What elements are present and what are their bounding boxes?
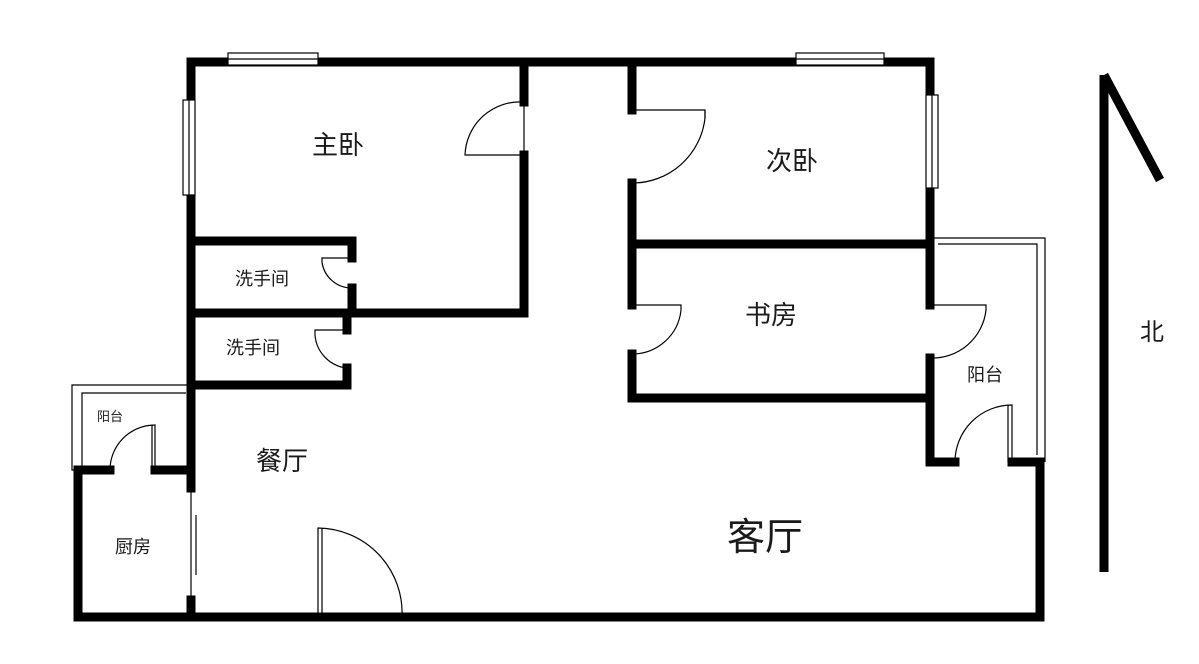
label-living-room: 客厅: [727, 515, 803, 559]
door-balcony-left: [109, 424, 156, 471]
door-master: [464, 101, 525, 156]
label-dining-room: 餐厅: [256, 447, 308, 477]
north-arrow-icon: [1099, 72, 1164, 572]
room-labels: 主卧 次卧 书房 洗手间 洗手间 餐厅 客厅 厨房 阳台 阳台 北: [97, 131, 1164, 559]
doors: [109, 101, 1013, 618]
balcony-outlines: [71, 237, 1046, 471]
interior-walls: [186, 57, 935, 403]
label-kitchen: 厨房: [115, 537, 151, 558]
windows: [182, 52, 939, 600]
exterior-walls: [73, 57, 1045, 622]
label-bathroom-1: 洗手间: [235, 269, 289, 290]
door-study: [631, 304, 682, 355]
label-master-bedroom: 主卧: [312, 131, 364, 161]
door-second: [631, 109, 706, 184]
label-balcony-left: 阳台: [97, 410, 123, 425]
door-entrance: [317, 527, 403, 618]
label-study: 书房: [745, 301, 797, 331]
label-bathroom-2: 洗手间: [226, 338, 280, 359]
door-bath-2: [314, 329, 348, 369]
door-balcony-right-lower: [954, 404, 1013, 463]
door-bath-1: [321, 257, 353, 289]
label-north: 北: [1140, 318, 1164, 346]
label-second-bedroom: 次卧: [766, 147, 818, 177]
door-balcony-right-upper: [929, 304, 987, 359]
label-balcony-right: 阳台: [967, 365, 1003, 386]
